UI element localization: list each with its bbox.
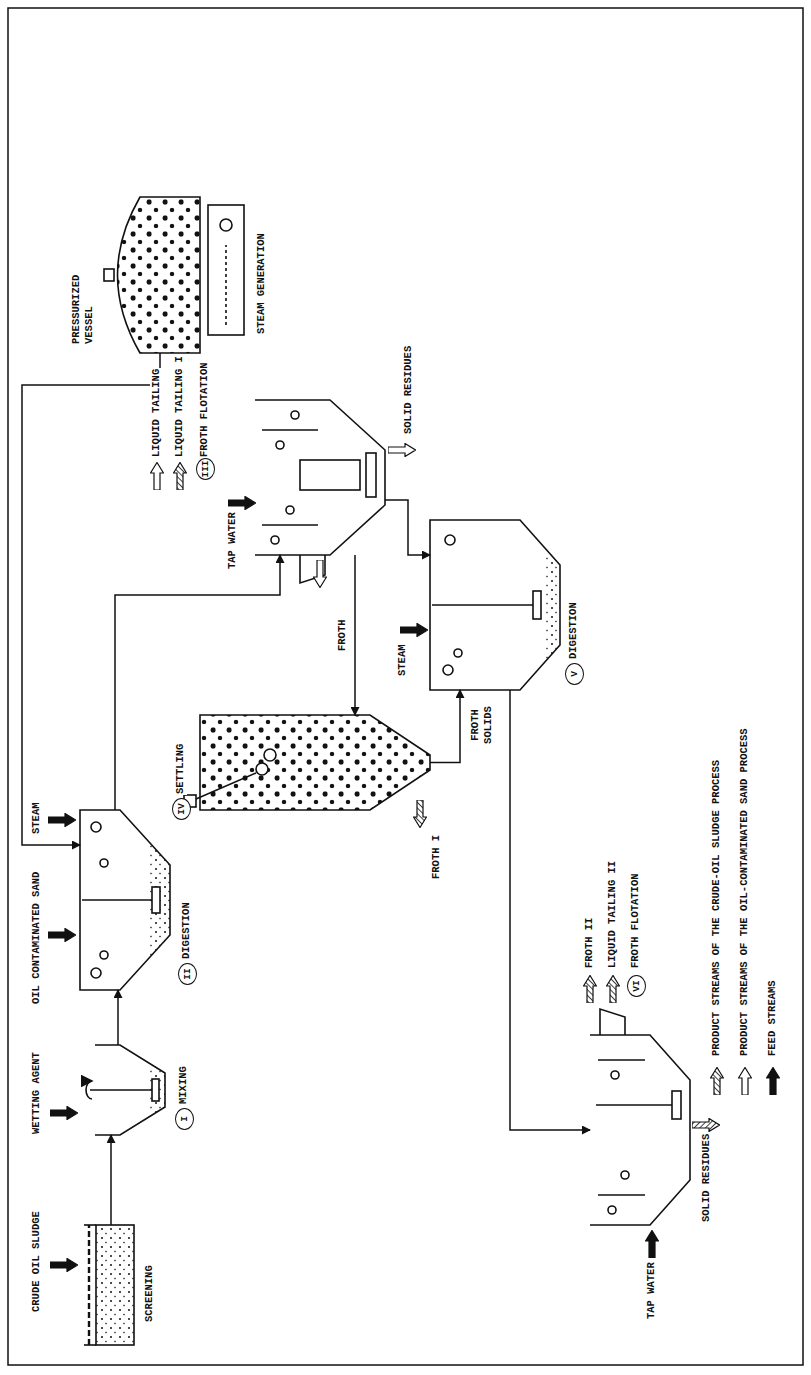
stream-label: FROTH II: [583, 917, 596, 969]
stream-label: LIQUID TAILING I: [173, 355, 186, 458]
stage-number: III: [196, 458, 215, 480]
connector-label: FROTH SOLIDS: [469, 698, 495, 752]
process-unit: SCREENING: [88, 1225, 135, 1345]
process-unit: IVSETTLING: [200, 715, 430, 810]
process-unit: PRESSURIZED VESSELSTEAM GENERATION: [115, 195, 245, 355]
stream-label: SOLID RESIDUES: [402, 345, 415, 435]
flow-connector: [510, 690, 590, 1130]
flow-connector: [117, 990, 119, 1045]
stage-number: I: [175, 1108, 194, 1130]
unit-label: FROTH FLOTATION: [629, 872, 642, 969]
flow-connector: [354, 555, 356, 715]
process-unit: IMIXING: [95, 1045, 165, 1135]
unit-label: PRESSURIZED VESSEL: [70, 261, 96, 345]
stream-label: SOLID RESIDUES: [700, 1133, 713, 1223]
flow-connector: [385, 500, 430, 555]
process-unit: IIDIGESTION: [80, 810, 170, 990]
legend-text: PRODUCT STREAMS OF THE CRUDE-OIL SLUDGE …: [710, 759, 723, 1057]
stage-number: II: [178, 963, 197, 985]
unit-label: DIGESTION: [180, 901, 193, 960]
stream-label: OIL CONTAMINATED SAND: [30, 871, 43, 1005]
legend-text: PRODUCT STREAMS OF THE OIL-CONTAMINATED …: [738, 727, 751, 1057]
stage-number: IV: [172, 798, 191, 820]
stream-label: TAP WATER: [645, 1261, 658, 1320]
process-unit: VDIGESTION: [430, 520, 560, 690]
unit-label: SETTLING: [174, 743, 187, 795]
flow-connector: [110, 1135, 112, 1225]
process-unit: VIFROTH FLOTATION: [590, 1035, 690, 1225]
connector-label: FROTH: [336, 618, 349, 652]
stream-label: LIQUID TAILING: [150, 368, 163, 458]
stream-label: LIQUID TAILING II: [606, 860, 619, 969]
stream-label: STEAM: [396, 643, 409, 677]
unit-label: DIGESTION: [567, 601, 580, 660]
unit-label: FROTH FLOTATION: [198, 361, 211, 458]
stream-label: STEAM: [30, 801, 43, 835]
flow-connector: [115, 555, 280, 810]
stream-label: WETTING AGENT: [30, 1051, 43, 1135]
stream-label: TAP WATER: [226, 511, 239, 570]
unit-label: SCREENING: [143, 1264, 156, 1323]
flow-connector: [22, 353, 160, 845]
flow-connector: [430, 690, 460, 763]
stream-label: FROTH I: [430, 834, 443, 880]
stream-label: CRUDE OIL SLUDGE: [30, 1210, 43, 1313]
legend-text: FEED STREAMS: [766, 979, 779, 1057]
stage-number: VI: [627, 975, 646, 997]
unit-label: STEAM GENERATION: [255, 232, 268, 335]
unit-label: MIXING: [177, 1065, 190, 1105]
process-unit: IIIFROTH FLOTATION: [255, 400, 385, 555]
stage-number: V: [565, 663, 584, 685]
